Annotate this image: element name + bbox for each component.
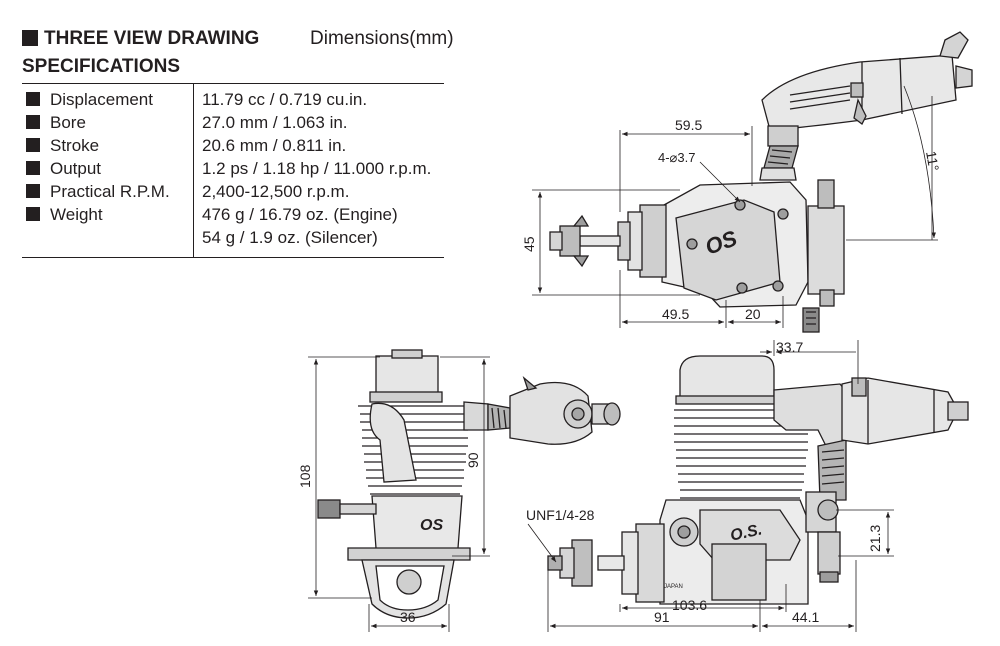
exhaust-header — [759, 125, 799, 181]
bullet-square — [26, 207, 40, 221]
drawing-title: THREE VIEW DRAWING — [22, 28, 259, 50]
side-view-dimensions — [527, 340, 894, 632]
carburetor — [802, 179, 845, 333]
spec-row-weight: Weight 476 g / 16.79 oz. (Engine) — [22, 205, 444, 228]
spec-label: Practical R.P.M. — [50, 182, 170, 201]
spec-value: 54 g / 1.9 oz. (Silencer) — [202, 228, 378, 247]
spec-label: Weight — [50, 205, 103, 224]
spec-row-bore: Bore 27.0 mm / 1.063 in. — [22, 113, 444, 136]
spec-label: Output — [50, 159, 102, 178]
bullet-square — [26, 138, 40, 152]
spec-row-output: Output 1.2 ps / 1.18 hp / 11.000 r.p.m. — [22, 159, 444, 182]
spec-value: 11.79 cc / 0.719 cu.in. — [202, 90, 368, 109]
spec-label: Stroke — [50, 136, 100, 155]
specifications-title: SPECIFICATIONS — [22, 56, 180, 77]
table-divider — [193, 84, 194, 257]
silencer-drawing — [761, 31, 973, 131]
spec-value: 20.6 mm / 0.811 in. — [202, 136, 347, 155]
dim-49-5: 49.5 — [662, 306, 689, 322]
dim-4-holes: 4-⌀3.7 — [658, 150, 695, 165]
dim-20: 20 — [745, 306, 761, 322]
spec-value: 27.0 mm / 1.063 in. — [202, 113, 348, 132]
spec-label: Displacement — [50, 90, 153, 109]
spec-value: 476 g / 16.79 oz. (Engine) — [202, 205, 398, 224]
dim-103-6: 103.6 — [672, 597, 707, 613]
spec-row-weight-silencer: 54 g / 1.9 oz. (Silencer) — [22, 228, 444, 251]
dimensions-unit-label: Dimensions(mm) — [310, 28, 454, 49]
specifications-table: Displacement 11.79 cc / 0.719 cu.in. Bor… — [22, 83, 444, 258]
dim-11-degrees: 11° — [923, 150, 942, 173]
os-logo-front: OS — [420, 517, 443, 534]
dim-45: 45 — [521, 236, 537, 252]
dim-90: 90 — [465, 452, 481, 468]
os-logo-side: O.S. — [729, 521, 764, 544]
dim-91: 91 — [654, 609, 670, 625]
bullet-square — [26, 184, 40, 198]
spec-value: 2,400-12,500 r.p.m. — [202, 182, 350, 201]
top-view-engine — [549, 31, 973, 333]
dim-59-5: 59.5 — [675, 117, 702, 133]
dim-21-3: 21.3 — [867, 525, 883, 552]
spec-row-stroke: Stroke 20.6 mm / 0.811 in. — [22, 136, 444, 159]
spec-row-displacement: Displacement 11.79 cc / 0.719 cu.in. — [22, 90, 444, 113]
spec-row-rpm: Practical R.P.M. 2,400-12,500 r.p.m. — [22, 182, 444, 205]
bullet-square — [26, 161, 40, 175]
japan-badge: JAPAN — [664, 584, 683, 590]
spec-label: Bore — [50, 113, 86, 132]
dim-thread-unf: UNF1/4-28 — [526, 507, 595, 523]
dim-44-1: 44.1 — [792, 609, 819, 625]
dim-108: 108 — [297, 464, 313, 488]
title-square-bullet — [22, 30, 38, 46]
spec-value: 1.2 ps / 1.18 hp / 11.000 r.p.m. — [202, 159, 432, 178]
dim-33-7: 33.7 — [776, 339, 803, 355]
side-view-engine — [547, 355, 969, 605]
bullet-square — [26, 92, 40, 106]
dim-36: 36 — [400, 609, 416, 625]
front-view-dimensions — [308, 356, 490, 632]
top-view-dimensions — [532, 85, 938, 328]
bullet-square — [26, 115, 40, 129]
